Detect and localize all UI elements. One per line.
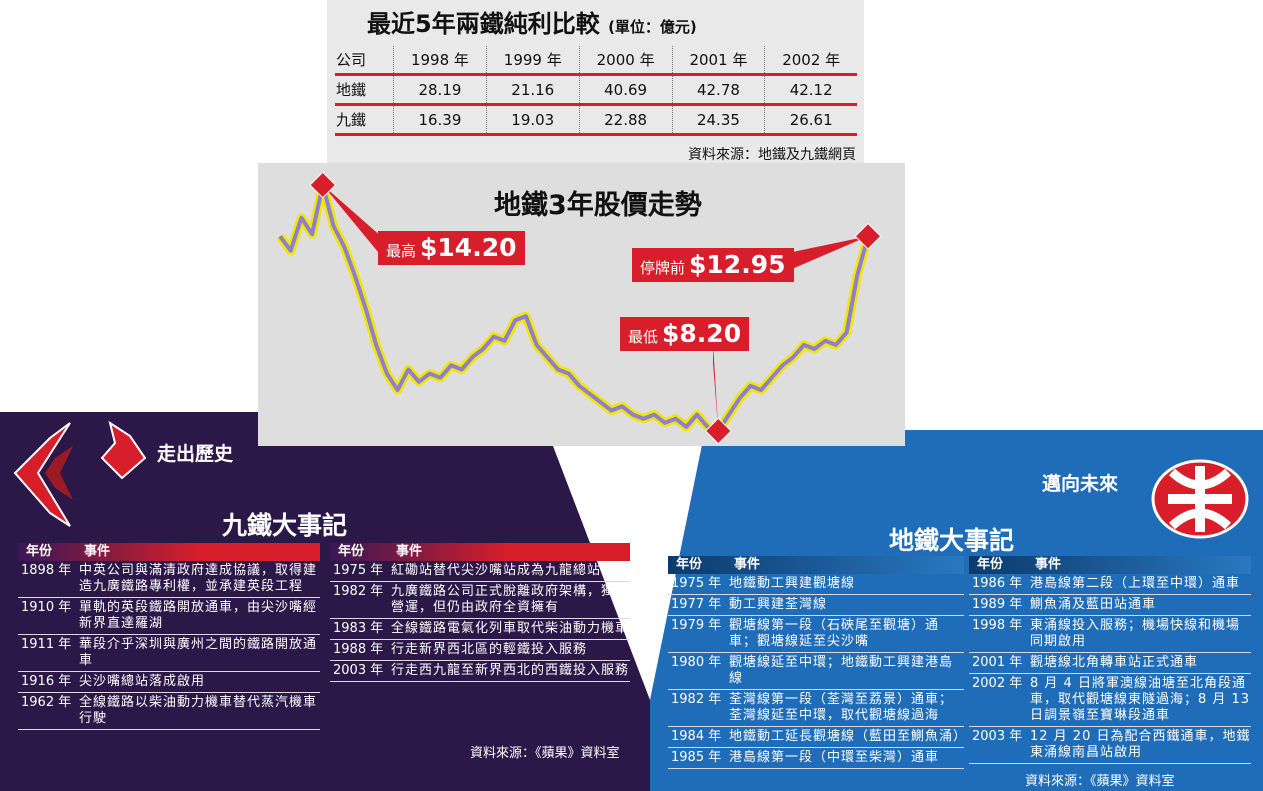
list-item: 1975 年地鐵動工興建觀塘線 — [668, 574, 964, 595]
mtr-logo — [1151, 459, 1249, 539]
profit-title: 最近5年兩鐵純利比較 (單位：億元) — [367, 10, 697, 38]
callout-suspend: 停牌前$12.95 — [632, 248, 794, 282]
stock-chart-plot — [276, 171, 882, 445]
list-item: 1988 年行走新界西北區的輕鐵投入服務 — [330, 640, 630, 661]
kcr-events-right: 年份事件 1975 年紅磡站替代尖沙嘴站成為九龍總站 1982 年九廣鐵路公司正… — [330, 543, 630, 682]
list-item: 1984 年地鐵動工延長觀塘線（藍田至鰂魚涌） — [668, 727, 966, 748]
kcr-left-header: 年份事件 — [18, 543, 320, 561]
profit-source: 資料來源：地鐵及九鐵網頁 — [688, 147, 856, 163]
list-item: 1985 年港島線第一段（中環至柴灣）通車 — [668, 748, 964, 769]
stock-chart-title: 地鐵3年股價走勢 — [494, 190, 702, 221]
mtr-left-header: 年份事件 — [668, 556, 964, 574]
marker-low — [704, 417, 732, 445]
mtr-events-right: 年份事件 1986 年港島線第二段（上環至中環）通車 1989 年鰂魚涌及藍田站… — [969, 556, 1251, 764]
kcr-panel — [0, 412, 650, 791]
profit-table: 公司 1998 年 1999 年 2000 年 2001 年 2002 年 地鐵… — [335, 46, 857, 136]
mtr-title: 地鐵大事記 — [889, 526, 1015, 555]
list-item: 1982 年荃灣線第一段（荃灣至荔景）通車；荃灣線延至中環，取代觀塘線過海 — [668, 690, 964, 727]
list-item: 1975 年紅磡站替代尖沙嘴站成為九龍總站 — [330, 561, 630, 582]
list-item: 1916 年尖沙嘴總站落成啟用 — [18, 672, 320, 693]
list-item: 2003 年行走西九龍至新界西北的西鐵投入服務 — [330, 661, 630, 682]
profit-header-row: 公司 1998 年 1999 年 2000 年 2001 年 2002 年 — [335, 46, 857, 76]
list-item: 1962 年全線鐵路以柴油動力機車替代蒸汽機車行駛 — [18, 693, 320, 730]
list-item: 1977 年動工興建荃灣線 — [668, 595, 964, 616]
stock-chart: 地鐵3年股價走勢 最高$14.20 停牌前$12.95 最低$8.20 — [258, 163, 905, 446]
mtr-panel — [650, 430, 1263, 791]
profit-comparison-table: 最近5年兩鐵純利比較 (單位：億元) 公司 1998 年 1999 年 2000… — [327, 0, 864, 165]
profit-row-mtr: 地鐵 28.19 21.16 40.69 42.78 42.12 — [335, 74, 857, 106]
list-item: 1979 年觀塘線第一段（石硤尾至觀塘）通車；觀塘線延至尖沙嘴 — [668, 616, 964, 653]
profit-row-kcr: 九鐵 16.39 19.03 22.88 24.35 26.61 — [335, 104, 857, 136]
marker-suspend — [854, 222, 882, 250]
kcr-source: 資料來源：《蘋果》資料室 — [470, 746, 620, 761]
list-item: 1998 年東涌線投入服務；機場快線和機場同期啟用 — [969, 616, 1251, 653]
marker-high-pointer — [322, 185, 383, 258]
list-item: 2001 年觀塘線北角轉車站正式通車 — [969, 653, 1251, 674]
callout-low: 最低$8.20 — [620, 317, 750, 351]
list-item: 1983 年全線鐵路電氣化列車取代柴油動力機車 — [330, 619, 630, 640]
mtr-source: 資料來源：《蘋果》資料室 — [1025, 774, 1175, 789]
mtr-brand: 邁向未來 — [1042, 473, 1119, 495]
stock-price-line — [278, 183, 870, 433]
kcr-right-header: 年份事件 — [330, 543, 630, 561]
marker-suspend-pointer — [778, 236, 868, 275]
kcr-brand: 走出歷史 — [157, 443, 234, 465]
kcr-logo — [13, 420, 147, 527]
callout-high: 最高$14.20 — [378, 231, 525, 265]
list-item: 1898 年中英公司與滿清政府達成協議，取得建造九廣鐵路專利權，並承建英段工程 — [18, 561, 320, 598]
list-item: 1989 年鰂魚涌及藍田站通車 — [969, 595, 1251, 616]
marker-high — [309, 171, 337, 199]
mtr-events-left: 年份事件 1975 年地鐵動工興建觀塘線 1977 年動工興建荃灣線 1979 … — [668, 556, 966, 769]
kcr-title: 九鐵大事記 — [222, 511, 348, 540]
list-item: 1982 年九廣鐵路公司正式脫離政府架構，獨立營運，但仍由政府全資擁有 — [330, 582, 630, 619]
list-item: 1980 年觀塘線延至中環；地鐵動工興建港島線 — [668, 653, 964, 690]
marker-low-pointer — [713, 343, 719, 431]
list-item: 1910 年單軌的英段鐵路開放通車，由尖沙嘴經新界直達羅湖 — [18, 598, 320, 635]
kcr-events-left: 年份事件 1898 年中英公司與滿清政府達成協議，取得建造九廣鐵路專利權，並承建… — [18, 543, 320, 730]
list-item: 1986 年港島線第二段（上環至中環）通車 — [969, 574, 1251, 595]
mtr-right-header: 年份事件 — [969, 556, 1251, 574]
list-item: 1911 年華段介乎深圳與廣州之間的鐵路開放通車 — [18, 635, 320, 672]
